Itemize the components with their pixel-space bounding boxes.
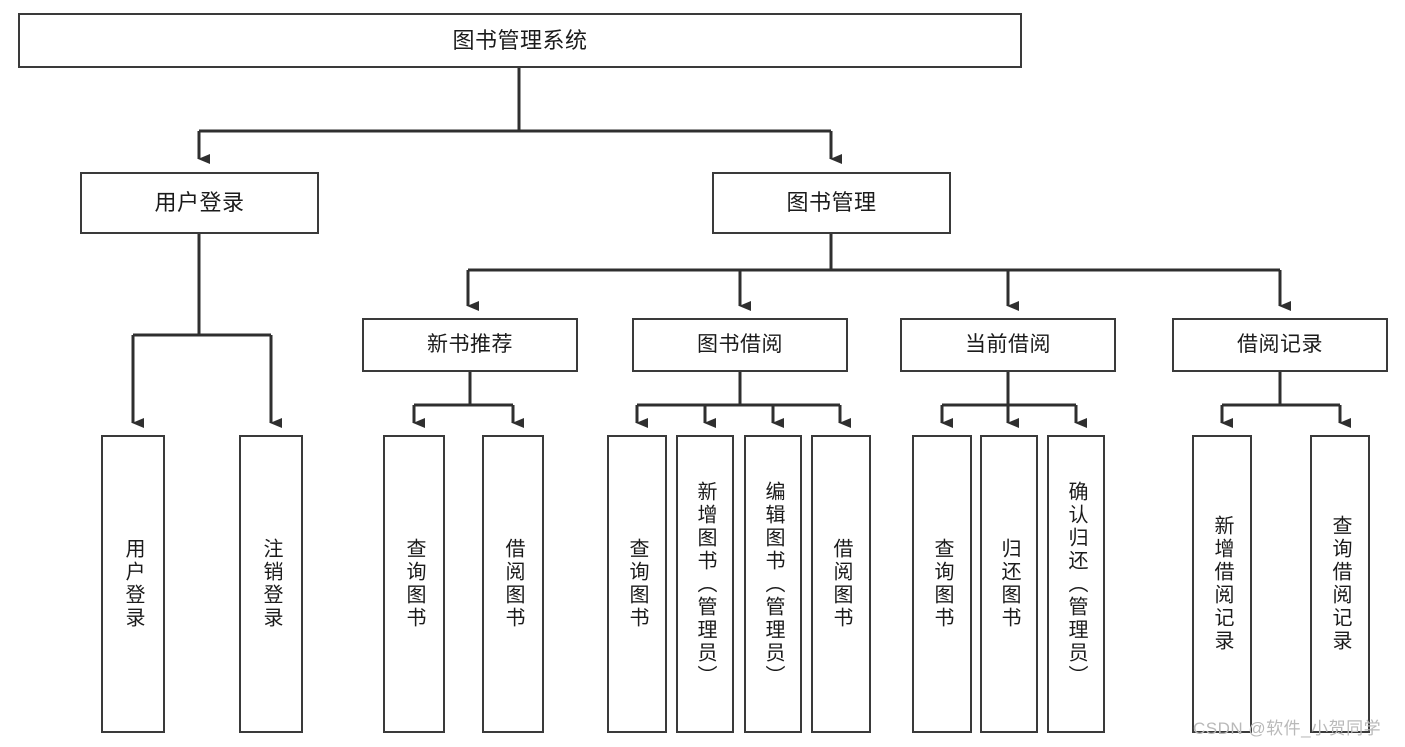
node-leaf-confirm-return[interactable]: 确认归还（管理员）: [1047, 435, 1105, 733]
node-leaf-add-record[interactable]: 新增借阅记录: [1192, 435, 1252, 733]
node-label: 用户登录: [154, 190, 245, 216]
node-label: 编辑图书（管理员）: [762, 480, 784, 688]
csdn-watermark: CSDN @软件_小贺同学: [1193, 719, 1382, 738]
node-label: 新增图书（管理员）: [694, 480, 716, 688]
node-leaf-return-book[interactable]: 归还图书: [980, 435, 1038, 733]
node-label: 注销登录: [260, 538, 282, 630]
node-label: 当前借阅: [965, 332, 1051, 356]
node-root-system[interactable]: 图书管理系统: [18, 13, 1022, 68]
node-leaf-borrow-book-1[interactable]: 借阅图书: [482, 435, 544, 733]
node-label: 借阅图书: [830, 538, 852, 630]
node-label: 查询图书: [931, 538, 953, 630]
node-leaf-borrow-book-2[interactable]: 借阅图书: [811, 435, 871, 733]
node-label: 新书推荐: [427, 332, 513, 356]
node-leaf-query-book-1[interactable]: 查询图书: [383, 435, 445, 733]
node-label: 查询图书: [403, 538, 425, 630]
node-book-manage[interactable]: 图书管理: [712, 172, 951, 234]
node-label: 图书管理系统: [452, 27, 588, 53]
node-label: 查询图书: [626, 538, 648, 630]
node-leaf-edit-book[interactable]: 编辑图书（管理员）: [744, 435, 802, 733]
node-label: 借阅记录: [1237, 332, 1323, 356]
node-leaf-user-login[interactable]: 用户登录: [101, 435, 165, 733]
node-label: 新增借阅记录: [1211, 515, 1233, 653]
node-label: 归还图书: [998, 538, 1020, 630]
node-leaf-add-book[interactable]: 新增图书（管理员）: [676, 435, 734, 733]
node-book-borrow[interactable]: 图书借阅: [632, 318, 848, 372]
node-label: 借阅图书: [502, 538, 524, 630]
node-label: 图书借阅: [697, 332, 783, 356]
node-leaf-query-book-3[interactable]: 查询图书: [912, 435, 972, 733]
node-label: 查询借阅记录: [1329, 515, 1351, 653]
node-label: 确认归还（管理员）: [1065, 480, 1087, 688]
node-current-borrow[interactable]: 当前借阅: [900, 318, 1116, 372]
node-leaf-query-book-2[interactable]: 查询图书: [607, 435, 667, 733]
node-label: 用户登录: [122, 538, 144, 630]
node-new-book-recommend[interactable]: 新书推荐: [362, 318, 578, 372]
node-borrow-record[interactable]: 借阅记录: [1172, 318, 1388, 372]
node-leaf-logout-login[interactable]: 注销登录: [239, 435, 303, 733]
node-label: 图书管理: [786, 190, 877, 216]
node-leaf-query-record[interactable]: 查询借阅记录: [1310, 435, 1370, 733]
node-user-login[interactable]: 用户登录: [80, 172, 319, 234]
